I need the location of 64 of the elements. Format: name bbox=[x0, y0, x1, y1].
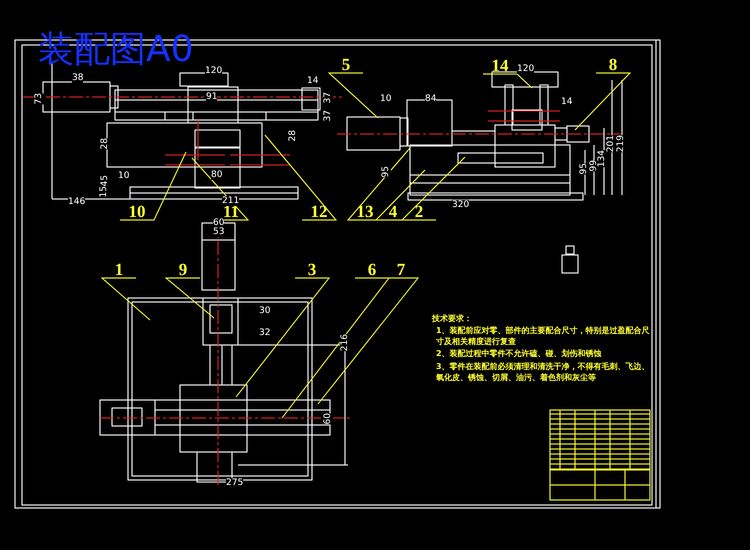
dimension-label: 14 bbox=[561, 97, 572, 107]
leader-line bbox=[400, 156, 466, 220]
leader-line bbox=[100, 278, 150, 320]
leader-line bbox=[574, 72, 632, 130]
callout-number: 6 bbox=[359, 260, 385, 278]
leader-line bbox=[264, 134, 338, 220]
dimension-label: 120 bbox=[205, 66, 222, 76]
dimension-label: 10 bbox=[380, 94, 392, 104]
dimension-label: 91 bbox=[206, 92, 218, 102]
callout-number: 5 bbox=[333, 55, 359, 73]
dimension-label: 219 bbox=[616, 135, 626, 152]
dimension-label: 53 bbox=[213, 227, 224, 237]
dimension-label: 37 bbox=[323, 92, 333, 104]
dimension-label: 120 bbox=[517, 64, 534, 74]
callout-number: 1 bbox=[106, 260, 132, 278]
dimension-label: 60 bbox=[213, 218, 224, 228]
requirement-note: 2、装配过程中零件不允许磕、碰、划伤和锈蚀 bbox=[436, 348, 603, 359]
callout-number: 12 bbox=[306, 202, 332, 220]
callout-number: 4 bbox=[380, 202, 406, 220]
dimension-label: 84 bbox=[425, 94, 436, 104]
leader-line bbox=[236, 278, 330, 398]
dimension-label: 134 bbox=[597, 150, 607, 168]
dimension-label: 73 bbox=[34, 93, 44, 104]
leader-line bbox=[282, 278, 390, 418]
dimension-label: 275 bbox=[226, 478, 244, 488]
dimension-label: 320 bbox=[452, 200, 470, 210]
dimension-label: 201 bbox=[606, 135, 616, 152]
callout-number: 10 bbox=[124, 202, 150, 220]
leader-line bbox=[318, 278, 420, 404]
dimension-label: 30 bbox=[259, 306, 270, 316]
requirements-heading: 技术要求： bbox=[432, 313, 473, 324]
leader-line bbox=[374, 170, 426, 220]
dimension-label: 95 bbox=[381, 166, 391, 178]
dimension-label: 10 bbox=[118, 171, 130, 181]
leader-line bbox=[192, 158, 250, 220]
callout-number: 3 bbox=[299, 260, 325, 278]
leader-line bbox=[164, 278, 214, 318]
requirement-note: 3、零件在装配前必须清理和清洗干净，不得有毛刺、飞边、氧化皮、锈蚀、切屑、油污、着色剂和灰尘等 bbox=[436, 361, 651, 383]
dimension-label: 216 bbox=[340, 334, 350, 352]
dimension-label: 28 bbox=[288, 130, 298, 142]
leader-line bbox=[346, 148, 410, 220]
callout-number: 13 bbox=[352, 202, 378, 220]
callout-number: 8 bbox=[600, 55, 626, 73]
dimension-label: 28 bbox=[100, 138, 110, 150]
leader-line bbox=[328, 72, 378, 118]
leader-line bbox=[120, 152, 186, 220]
dimension-label: 60 bbox=[323, 413, 333, 424]
dimension-label: 32 bbox=[259, 328, 270, 338]
requirement-note: 1、装配前应对零、部件的主要配合尺寸，特别是过盈配合尺寸及相关精度进行复查 bbox=[436, 325, 651, 347]
dimension-label: 211 bbox=[222, 196, 240, 206]
callout-number: 7 bbox=[388, 260, 414, 278]
callout-number: 2 bbox=[406, 202, 432, 220]
dimension-label: 37 bbox=[323, 110, 333, 122]
dimension-label: 146 bbox=[68, 197, 86, 207]
dimension-label: 38 bbox=[72, 73, 84, 83]
callout-number: 14 bbox=[487, 56, 513, 74]
callout-number: 9 bbox=[170, 260, 196, 278]
dimension-label: 15 bbox=[99, 186, 109, 198]
dimension-label: 80 bbox=[211, 170, 222, 180]
dimension-label: 14 bbox=[307, 76, 318, 86]
dimension-label: 45 bbox=[100, 175, 110, 186]
dimension-label: 99 bbox=[589, 160, 599, 172]
dimension-label: 95 bbox=[579, 163, 589, 174]
leader-line bbox=[482, 74, 532, 88]
